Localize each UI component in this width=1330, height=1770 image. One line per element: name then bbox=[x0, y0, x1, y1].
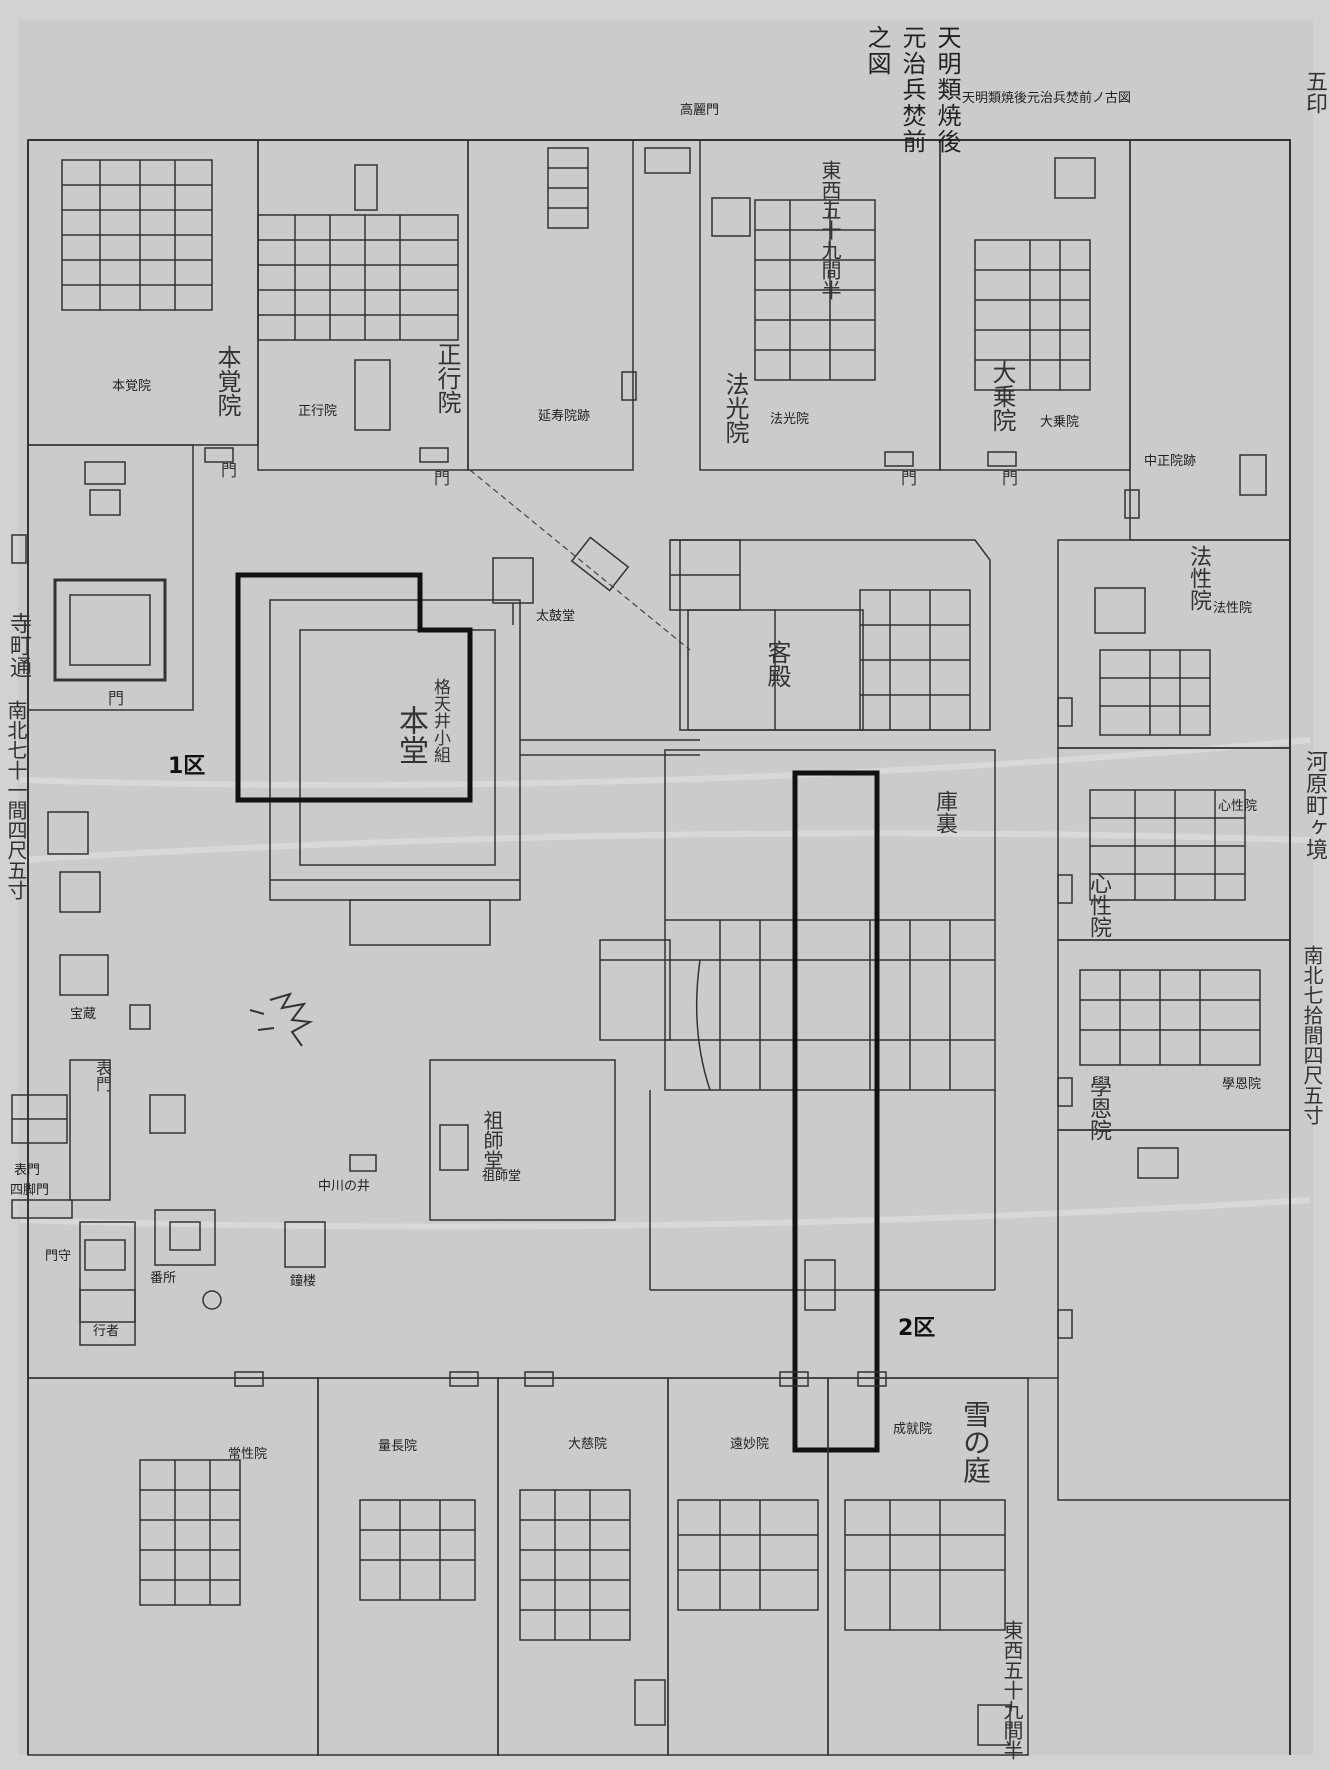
west-storehouse-compound bbox=[11, 444, 194, 711]
label-hoshoin: 法性院 bbox=[1213, 601, 1253, 616]
soshido-hall bbox=[349, 1059, 616, 1221]
hondo-hall bbox=[269, 599, 521, 946]
print-soshido: 祖師堂 bbox=[480, 1110, 504, 1170]
corridor-bridge bbox=[570, 536, 630, 592]
print-mon-hokoin: 門 bbox=[898, 470, 917, 486]
print-yuki: 雪の庭 bbox=[959, 1400, 992, 1484]
corridor-dashed bbox=[469, 469, 691, 651]
inner-gate bbox=[804, 1259, 836, 1311]
title-print: 天明類焼後元治兵焚前之図 bbox=[863, 25, 961, 155]
print-teramachi: 寺町通 bbox=[6, 612, 31, 678]
zone1-outline bbox=[235, 572, 473, 803]
print-tozai-top: 東西五十九間半 bbox=[818, 160, 842, 300]
print-omotemon: 表門 bbox=[93, 1060, 112, 1092]
label-enjuin: 延寿院跡 bbox=[538, 409, 591, 424]
print-mon-shogyoin: 門 bbox=[431, 470, 450, 486]
label-monmori: 門守 bbox=[45, 1249, 72, 1264]
print-hoshoin: 法性院 bbox=[1186, 545, 1211, 611]
print-tozai-bottom: 東西五十九間半 bbox=[1000, 1620, 1024, 1760]
print-goin: 五印 bbox=[1302, 70, 1327, 114]
print-nanboku-right: 南北七拾間四尺五寸 bbox=[1300, 945, 1324, 1125]
label-onmyoin: 遠妙院 bbox=[730, 1437, 770, 1452]
label-hokoin: 法光院 bbox=[770, 412, 810, 427]
shogyoin-compound bbox=[257, 139, 469, 471]
hozo-storehouse bbox=[47, 811, 186, 1134]
print-hondo-ceiling: 格天井小組 bbox=[430, 678, 450, 763]
title-caption: 天明類焼後元治兵焚前ノ古図 bbox=[962, 91, 1132, 106]
garden-tree bbox=[249, 992, 314, 1047]
omotemon-gate bbox=[11, 1059, 111, 1219]
print-daijoin: 大乗院 bbox=[988, 360, 1016, 432]
label-koraimon: 高麗門 bbox=[680, 103, 720, 118]
print-mon-daijoin: 門 bbox=[999, 470, 1018, 486]
label-yotsuashimon: 四脚門 bbox=[10, 1183, 50, 1198]
kuri-complex bbox=[599, 749, 996, 1291]
east-open-ground bbox=[1057, 1129, 1291, 1501]
koraimon-gate bbox=[633, 139, 700, 174]
shoro-belltower bbox=[202, 1221, 326, 1310]
label-gakuonin: 學恩院 bbox=[1222, 1077, 1262, 1092]
zone2-label: 2区 bbox=[898, 1316, 936, 1341]
taikodo-drumtower bbox=[492, 557, 534, 625]
label-nakagawa: 中川の井 bbox=[318, 1179, 371, 1194]
print-hongakuin: 本覚院 bbox=[213, 345, 241, 417]
kyakuden-complex bbox=[520, 539, 991, 756]
fold-creases bbox=[19, 737, 1311, 1230]
label-chushoin: 中正院跡 bbox=[1144, 454, 1197, 469]
print-kawaramachi: 河原町ヶ境 bbox=[1302, 750, 1327, 860]
label-shinshoin: 心性院 bbox=[1218, 799, 1258, 814]
print-kyakuden: 客殿 bbox=[763, 640, 791, 688]
print-mon-hongakuin: 門 bbox=[218, 462, 237, 478]
print-hokoin: 法光院 bbox=[721, 372, 749, 444]
print-hondo: 本堂 bbox=[393, 705, 428, 765]
print-kuri: 庫裏 bbox=[932, 790, 957, 834]
label-ryochoin: 量長院 bbox=[378, 1439, 418, 1454]
print-gakuonin: 學恩院 bbox=[1086, 1075, 1111, 1141]
print-nanboku-left: 南北七十一間四尺五寸 bbox=[4, 700, 28, 900]
label-omotemon: 表門 bbox=[14, 1163, 41, 1178]
label-jojuin: 成就院 bbox=[893, 1422, 933, 1437]
label-shogyoin: 正行院 bbox=[298, 404, 338, 419]
bansho-guardpost bbox=[154, 1209, 216, 1266]
zone2-outline bbox=[792, 770, 880, 1453]
label-daijoin: 大乗院 bbox=[1040, 415, 1080, 430]
label-shoro: 鐘楼 bbox=[290, 1274, 317, 1289]
bottom-row bbox=[27, 1371, 1058, 1756]
label-soshido: 祖師堂 bbox=[482, 1169, 522, 1184]
label-hozo: 宝蔵 bbox=[70, 1007, 97, 1022]
label-bansho: 番所 bbox=[150, 1271, 177, 1286]
print-shinshoin: 心性院 bbox=[1086, 872, 1111, 938]
label-joshoin: 常性院 bbox=[228, 1447, 268, 1462]
print-mon-west: 門 bbox=[105, 690, 124, 706]
label-daijiin: 大慈院 bbox=[568, 1437, 608, 1452]
label-gyoja: 行者 bbox=[93, 1324, 120, 1339]
enjuin-compound bbox=[467, 139, 637, 471]
shinshoin-compound bbox=[1057, 747, 1291, 941]
print-shogyoin: 正行院 bbox=[433, 342, 461, 414]
hongakuin-compound bbox=[27, 139, 259, 463]
label-taikodo: 太鼓堂 bbox=[536, 609, 576, 624]
monmori-guardhouse bbox=[79, 1221, 136, 1346]
zone1-label: 1区 bbox=[168, 754, 206, 779]
label-hongakuin: 本覚院 bbox=[112, 379, 152, 394]
